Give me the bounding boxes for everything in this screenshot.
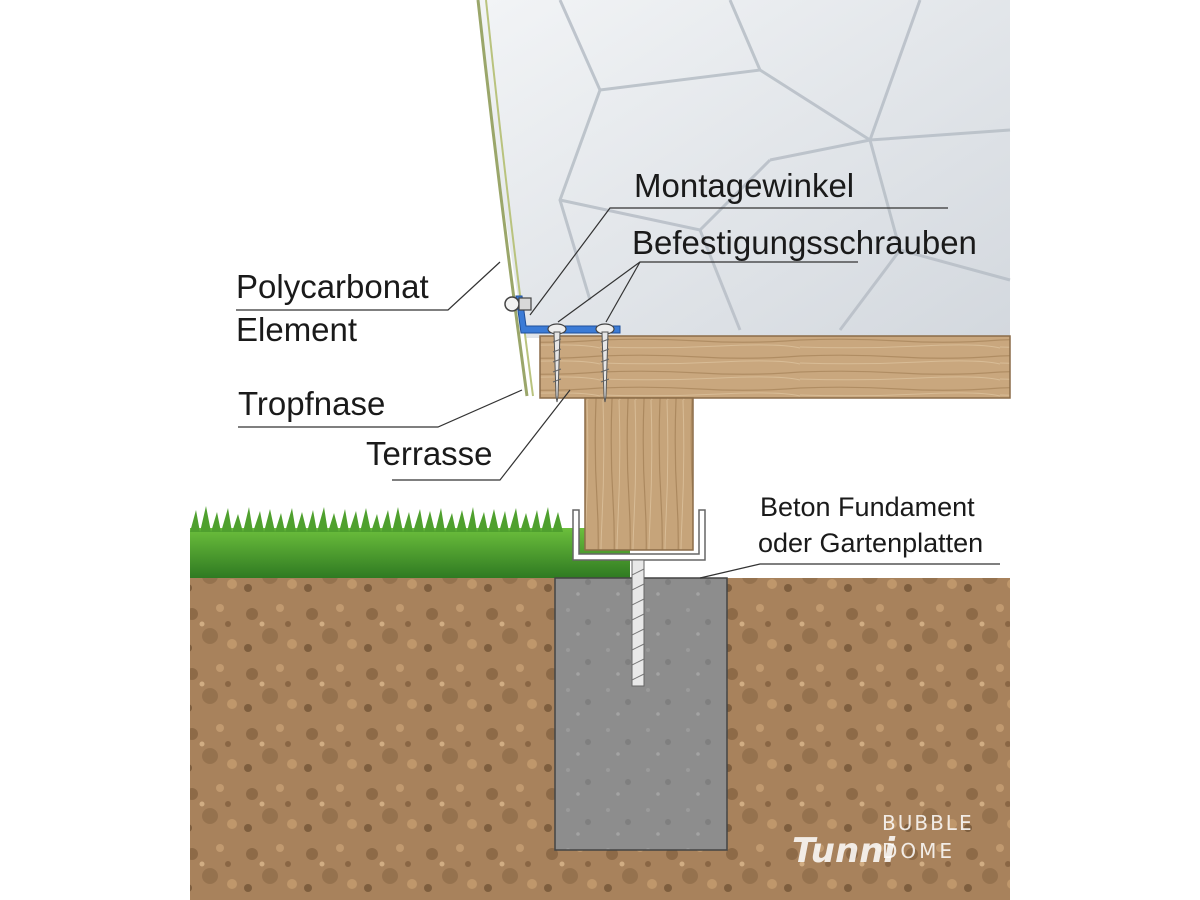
watermark-line1: BUBBLE <box>882 811 974 835</box>
label-polycarbonat-line1: Polycarbonat <box>236 268 429 305</box>
post-anchor-bracket <box>572 509 706 561</box>
leader-lines <box>236 207 1000 579</box>
deck-board <box>539 335 1011 399</box>
label-beton-line2: oder Gartenplatten <box>758 528 983 558</box>
grass-lawn <box>190 506 630 578</box>
watermark-brand: Tunni <box>792 831 896 871</box>
label-terrasse: Terrasse <box>366 435 493 472</box>
polycarbonate-dome <box>476 0 1011 397</box>
watermark-line2: DOME <box>882 839 955 863</box>
label-befestigungsschrauben: Befestigungsschrauben <box>632 224 977 261</box>
brand-watermark: Tunni BUBBLE DOME <box>792 811 974 871</box>
label-beton-line1: Beton Fundament <box>760 492 975 522</box>
wooden-post <box>584 397 694 551</box>
label-montagewinkel: Montagewinkel <box>634 167 854 204</box>
screw-right <box>595 323 615 403</box>
label-polycarbonat-line2: Element <box>236 311 357 348</box>
anchor-rod <box>631 559 645 687</box>
label-tropfnase: Tropfnase <box>238 385 385 422</box>
screw-left <box>547 323 567 403</box>
mounting-bracket <box>504 295 621 334</box>
